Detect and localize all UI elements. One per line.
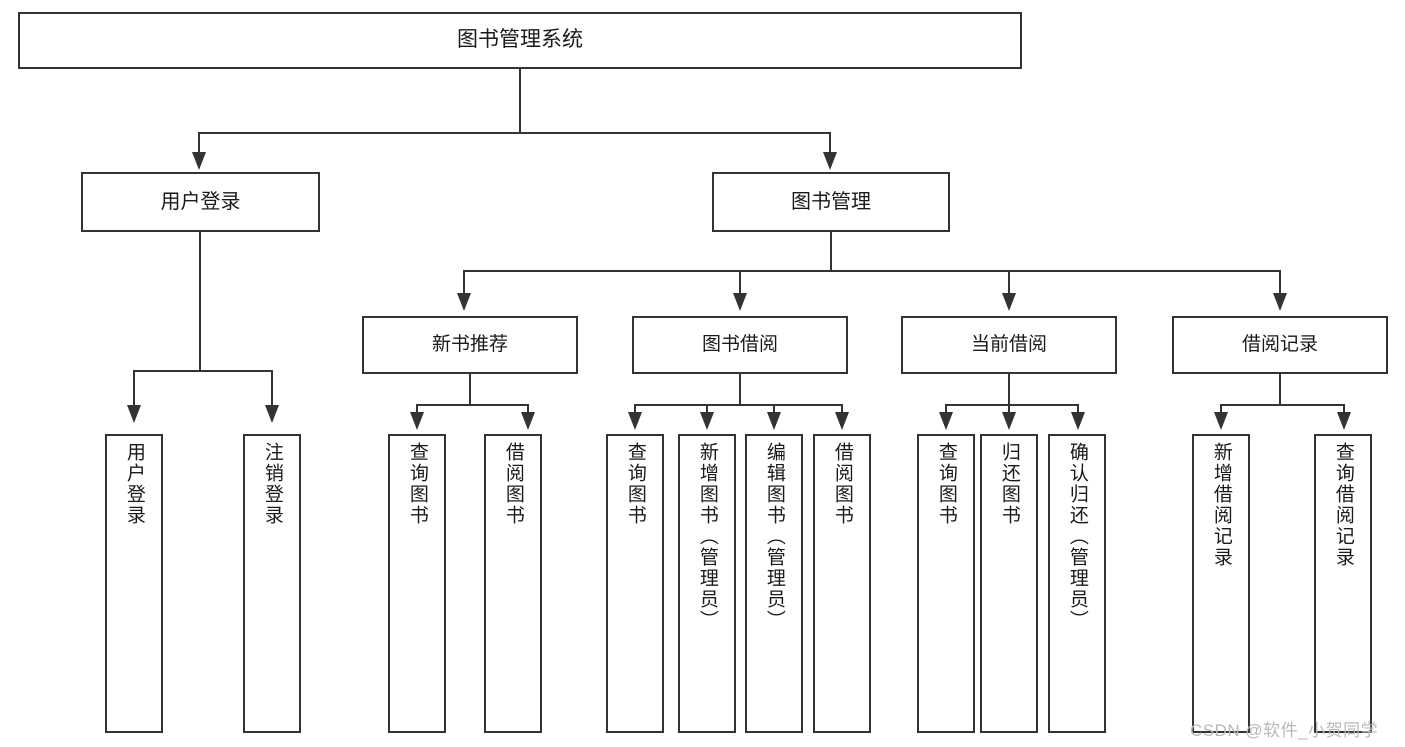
arrow-down-icon-cb-3 xyxy=(1071,412,1085,430)
node-user-login-label: 用户登录 xyxy=(160,190,241,213)
leaf-return-book[interactable]: 归还图书 xyxy=(980,434,1038,733)
leaf-edit-book[interactable]: 编辑图书（管理员） xyxy=(745,434,803,733)
leaf-query-book-1-label: 查询图书 xyxy=(406,442,428,526)
arrow-down-icon-bm-1 xyxy=(457,293,471,311)
connector-nbr-drop-2 xyxy=(527,404,529,414)
node-book-borrow[interactable]: 图书借阅 xyxy=(632,316,848,374)
arrow-down-icon-nbr-2 xyxy=(521,412,535,430)
node-book-manage[interactable]: 图书管理 xyxy=(712,172,950,232)
leaf-borrow-book-2[interactable]: 借阅图书 xyxy=(813,434,871,733)
connector-nbr-bus xyxy=(416,404,529,406)
connector-bb-drop-3 xyxy=(773,404,775,414)
leaf-user-logout[interactable]: 注销登录 xyxy=(243,434,301,733)
leaf-user-login-label: 用户登录 xyxy=(123,442,145,526)
node-new-book-rec-label: 新书推荐 xyxy=(431,334,508,356)
node-root[interactable]: 图书管理系统 xyxy=(18,12,1022,69)
connector-root-drop-1 xyxy=(198,132,200,154)
arrow-down-icon-br-2 xyxy=(1337,412,1351,430)
connector-br-drop-1 xyxy=(1220,404,1222,414)
connector-br-stem xyxy=(1279,374,1281,406)
leaf-borrow-book-2-label: 借阅图书 xyxy=(831,442,853,526)
arrow-down-icon-ul-1 xyxy=(127,405,141,423)
leaf-add-record[interactable]: 新增借阅记录 xyxy=(1192,434,1250,733)
arrow-down-icon-bm-3 xyxy=(1002,293,1016,311)
connector-cb-bus xyxy=(945,404,1078,406)
arrow-down-icon-bb-1 xyxy=(628,412,642,430)
leaf-return-book-label: 归还图书 xyxy=(998,442,1020,526)
arrow-down-icon-cb-1 xyxy=(939,412,953,430)
leaf-query-book-2-label: 查询图书 xyxy=(624,442,646,526)
leaf-query-book-3[interactable]: 查询图书 xyxy=(917,434,975,733)
connector-user-login-bus xyxy=(133,370,272,372)
connector-bm-drop-4 xyxy=(1279,270,1281,295)
node-current-borrow[interactable]: 当前借阅 xyxy=(901,316,1117,374)
leaf-user-login[interactable]: 用户登录 xyxy=(105,434,163,733)
arrow-down-icon-root-2 xyxy=(823,152,837,170)
node-root-label: 图书管理系统 xyxy=(457,28,583,52)
leaf-add-book-label: 新增图书（管理员） xyxy=(696,442,718,631)
connector-book-manage-bus xyxy=(463,270,1280,272)
arrow-down-icon-bm-2 xyxy=(733,293,747,311)
arrow-down-icon-cb-2 xyxy=(1002,412,1016,430)
leaf-confirm-return[interactable]: 确认归还（管理员） xyxy=(1048,434,1106,733)
arrow-down-icon-root-1 xyxy=(192,152,206,170)
leaf-query-book-2[interactable]: 查询图书 xyxy=(606,434,664,733)
node-borrow-record[interactable]: 借阅记录 xyxy=(1172,316,1388,374)
connector-bb-drop-4 xyxy=(841,404,843,414)
arrow-down-icon-bb-3 xyxy=(767,412,781,430)
node-new-book-rec[interactable]: 新书推荐 xyxy=(362,316,578,374)
connector-bb-bus xyxy=(634,404,842,406)
connector-root-drop-2 xyxy=(829,132,831,154)
connector-cb-stem xyxy=(1008,374,1010,406)
arrow-down-icon-nbr-1 xyxy=(410,412,424,430)
leaf-edit-book-label: 编辑图书（管理员） xyxy=(763,442,785,631)
leaf-query-book-1[interactable]: 查询图书 xyxy=(388,434,446,733)
leaf-borrow-book-1[interactable]: 借阅图书 xyxy=(484,434,542,733)
leaf-add-record-label: 新增借阅记录 xyxy=(1210,442,1232,568)
connector-bb-drop-2 xyxy=(706,404,708,414)
arrow-down-icon-ul-2 xyxy=(265,405,279,423)
node-borrow-record-label: 借阅记录 xyxy=(1241,334,1318,356)
connector-bb-drop-1 xyxy=(634,404,636,414)
leaf-query-record[interactable]: 查询借阅记录 xyxy=(1314,434,1372,733)
connector-cb-drop-2 xyxy=(1008,404,1010,414)
connector-br-drop-2 xyxy=(1343,404,1345,414)
node-book-manage-label: 图书管理 xyxy=(791,190,871,213)
node-book-borrow-label: 图书借阅 xyxy=(701,334,778,356)
connector-user-login-drop-1 xyxy=(133,370,135,407)
arrow-down-icon-bb-2 xyxy=(700,412,714,430)
connector-user-login-drop-2 xyxy=(271,370,273,407)
connector-bm-drop-1 xyxy=(463,270,465,295)
node-current-borrow-label: 当前借阅 xyxy=(970,334,1047,356)
connector-bm-drop-3 xyxy=(1008,270,1010,295)
arrow-down-icon-br-1 xyxy=(1214,412,1228,430)
connector-cb-drop-1 xyxy=(945,404,947,414)
arrow-down-icon-bb-4 xyxy=(835,412,849,430)
leaf-query-record-label: 查询借阅记录 xyxy=(1332,442,1354,568)
connector-br-bus xyxy=(1220,404,1345,406)
connector-book-manage-stem xyxy=(830,232,832,272)
connector-bm-drop-2 xyxy=(739,270,741,295)
leaf-add-book[interactable]: 新增图书（管理员） xyxy=(678,434,736,733)
connector-root-bus xyxy=(198,132,831,134)
leaf-query-book-3-label: 查询图书 xyxy=(935,442,957,526)
leaf-user-logout-label: 注销登录 xyxy=(261,442,283,526)
leaf-confirm-return-label: 确认归还（管理员） xyxy=(1066,442,1088,631)
connector-cb-drop-3 xyxy=(1077,404,1079,414)
connector-user-login-stem xyxy=(199,232,201,372)
connector-nbr-stem xyxy=(469,374,471,406)
connector-nbr-drop-1 xyxy=(416,404,418,414)
leaf-borrow-book-1-label: 借阅图书 xyxy=(502,442,524,526)
connector-bb-stem xyxy=(739,374,741,406)
connector-root-stem xyxy=(519,69,521,132)
arrow-down-icon-bm-4 xyxy=(1273,293,1287,311)
node-user-login[interactable]: 用户登录 xyxy=(81,172,320,232)
